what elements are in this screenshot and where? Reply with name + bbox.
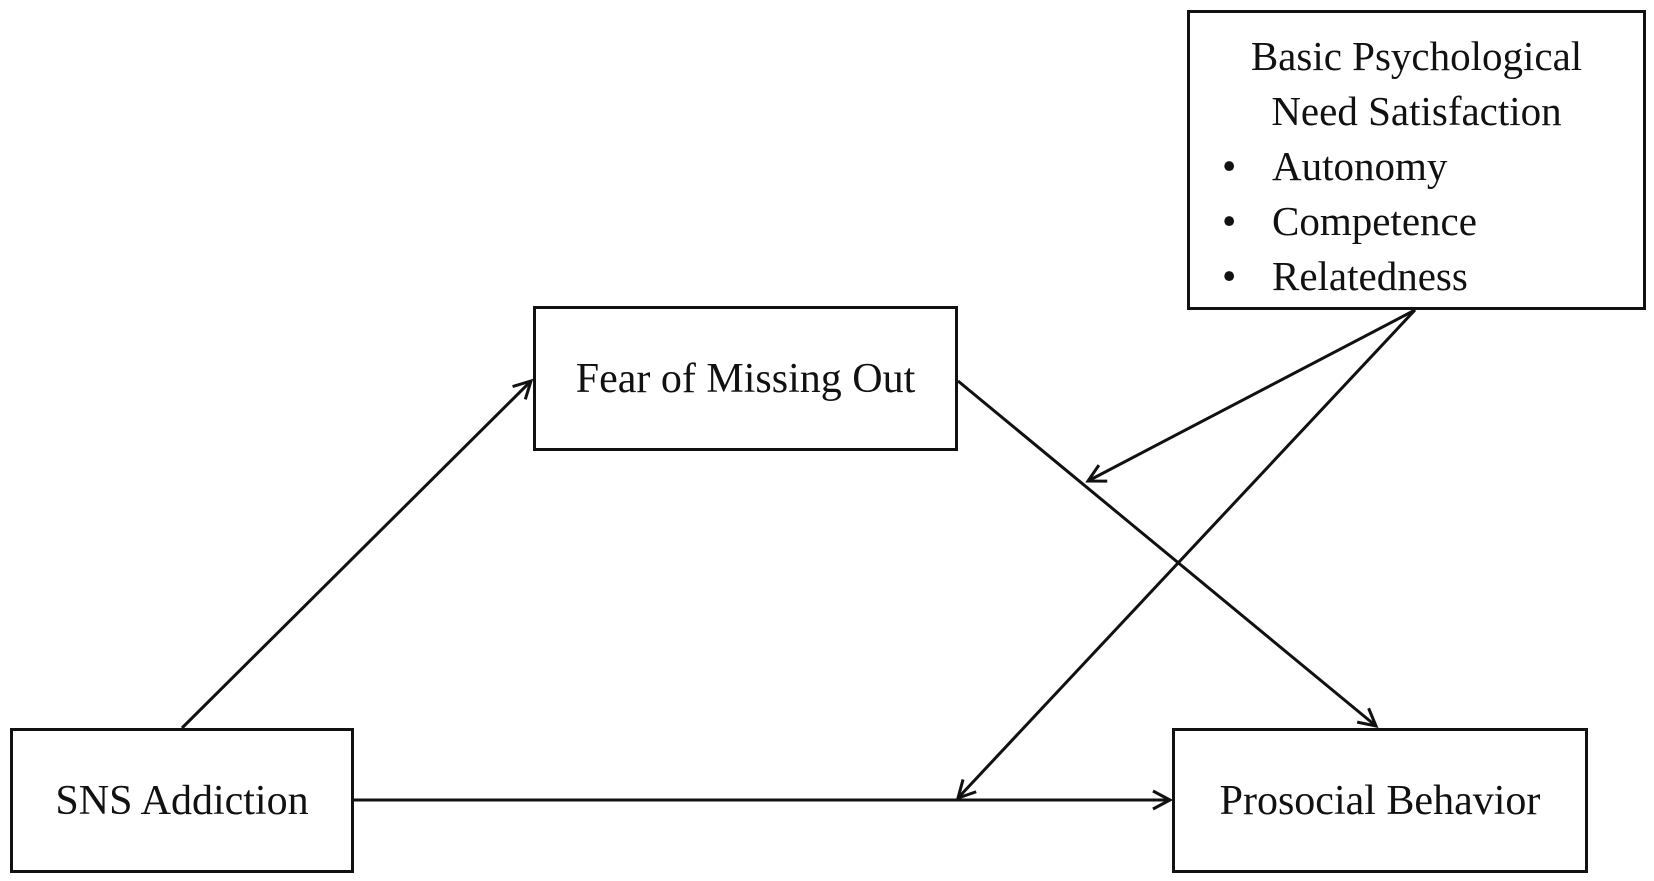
node-fear-of-missing-out: Fear of Missing Out bbox=[533, 306, 958, 451]
list-item: • Autonomy bbox=[1200, 139, 1633, 194]
node-basic-psychological-need-satisfaction: Basic Psychological Need Satisfaction • … bbox=[1187, 10, 1646, 310]
node-label: Prosocial Behavior bbox=[1219, 777, 1541, 824]
moderator-title-line-2: Need Satisfaction bbox=[1271, 88, 1562, 134]
moderator-title-line-1: Basic Psychological bbox=[1250, 33, 1583, 79]
node-label: SNS Addiction bbox=[55, 777, 309, 824]
bullet-icon: • bbox=[1222, 198, 1237, 244]
bullet-icon: • bbox=[1222, 143, 1237, 189]
moderator-item-autonomy: Autonomy bbox=[1272, 143, 1448, 189]
moderator-item-list: • Autonomy • Competence • Relatedness bbox=[1200, 139, 1633, 304]
edge-moderator-to-fomo-path bbox=[1088, 308, 1416, 481]
list-item: • Competence bbox=[1200, 194, 1633, 249]
edge-fomo-to-prosocial bbox=[957, 379, 1376, 726]
bullet-icon: • bbox=[1222, 253, 1237, 299]
node-label: Fear of Missing Out bbox=[575, 355, 916, 402]
node-sns-addiction: SNS Addiction bbox=[10, 728, 354, 873]
edge-moderator-to-direct-path bbox=[958, 308, 1417, 798]
edge-sns-to-fomo bbox=[180, 381, 531, 730]
moderator-item-competence: Competence bbox=[1272, 198, 1477, 244]
list-item: • Relatedness bbox=[1200, 249, 1633, 304]
node-prosocial-behavior: Prosocial Behavior bbox=[1172, 728, 1588, 873]
moderator-item-relatedness: Relatedness bbox=[1272, 253, 1468, 299]
